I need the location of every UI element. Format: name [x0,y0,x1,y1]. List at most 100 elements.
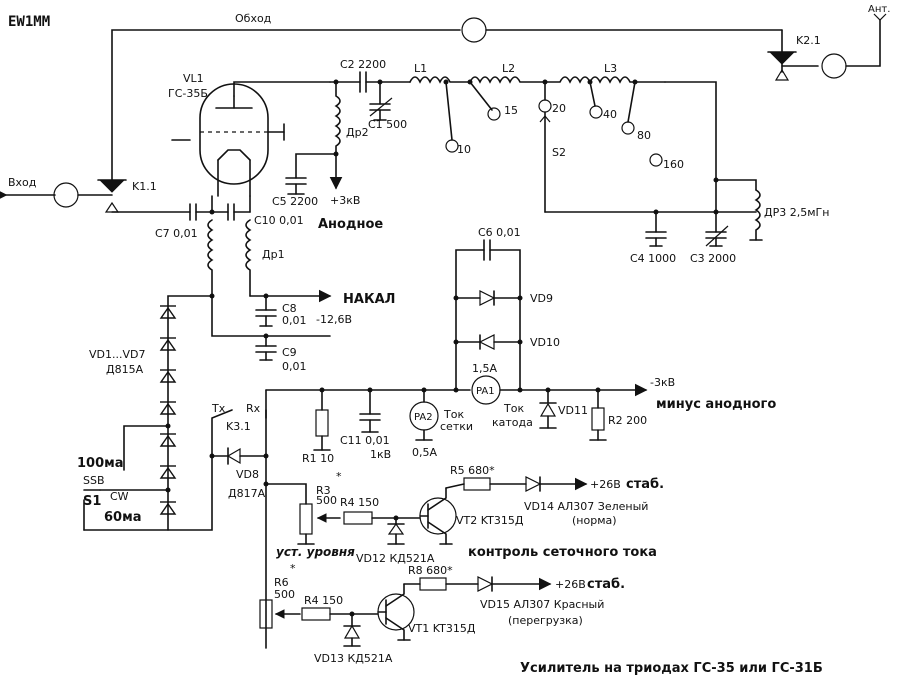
svg-text:катода: катода [492,416,533,429]
svg-text:Д815А: Д815А [106,363,144,376]
relay-k21: K2.1 Ант. [767,4,890,81]
svg-text:L3: L3 [604,62,617,75]
svg-text:VT1 KT315Д: VT1 KT315Д [408,622,476,635]
svg-text:0,01: 0,01 [282,314,307,327]
svg-text:R4 150: R4 150 [340,496,379,509]
vd11-r2: VD11 R2 200 [539,389,647,441]
svg-text:VT2 KT315Д: VT2 KT315Д [456,514,524,527]
svg-text:VD1...VD7: VD1...VD7 [89,348,145,361]
svg-text:+26В: +26В [555,578,586,591]
svg-text:Rx: Rx [246,402,261,415]
vd8-k31: VD8 Д817А Tx Rx K3.1 [209,402,267,500]
svg-text:C7 0,01: C7 0,01 [155,227,198,240]
bypass-line: Обход [111,12,783,181]
svg-text:+26В: +26В [590,478,621,491]
svg-text:C6 0,01: C6 0,01 [478,226,521,239]
svg-text:ДР3 2,5мГн: ДР3 2,5мГн [764,206,829,219]
svg-text:R3: R3 [316,484,331,497]
svg-text:R1 10: R1 10 [302,452,334,465]
heater-circuit: НАКАЛ C8 0,01 -12,6В C9 0,01 [211,289,395,373]
svg-text:R4 150: R4 150 [304,594,343,607]
svg-text:S1: S1 [83,494,101,509]
zener-string: VD1...VD7 Д815А [89,295,213,531]
svg-text:VD10: VD10 [530,336,560,349]
svg-text:C11 0,01: C11 0,01 [340,434,390,447]
antenna-label: Ант. [868,4,890,15]
anode-circuit: C2 2200 C1 500 Др2 C5 2200 +3кВ Анодное [272,58,411,232]
svg-text:Д817А: Д817А [228,487,266,500]
overload-indicator: R6 * 500 R4 150 VD13 КД521А VT1 KT315Д R… [259,562,625,665]
pa2: PA2 Ток сетки 0,5А Ток катода [409,389,533,459]
svg-text:R6: R6 [274,576,289,589]
heater-label: НАКАЛ [343,292,395,307]
antenna-coax-icon [821,53,847,79]
svg-text:Ток: Ток [443,408,464,421]
svg-text:R5 680*: R5 680* [450,464,495,477]
svg-text:100ма: 100ма [77,456,124,471]
svg-text:VD9: VD9 [530,292,553,305]
switch-s1: 100ма SSB CW S1 60ма [77,425,213,531]
svg-text:*: * [290,562,296,575]
grid-control-label: контроль сеточного тока [468,545,657,560]
svg-text:R2 200: R2 200 [608,414,647,427]
svg-text:VD11: VD11 [558,404,588,417]
svg-text:Др1: Др1 [262,248,285,261]
svg-text:160: 160 [663,158,684,171]
svg-text:Др2: Др2 [346,126,369,139]
svg-text:L2: L2 [502,62,515,75]
level-label: уст. уровня [276,545,355,559]
svg-text:SSB: SSB [83,474,105,487]
input-section: Вход K1.1 [0,176,191,213]
callsign: EW1MM [8,14,50,30]
svg-text:80: 80 [637,129,651,142]
svg-text:*: * [336,470,342,483]
svg-text:0,5А: 0,5А [412,446,437,459]
tube-vl1: VL1 ГС-35Б [168,72,331,213]
svg-text:PA2: PA2 [414,412,433,423]
r1: R1 10 [302,389,334,465]
svg-text:VD15 АЛ307 Красный: VD15 АЛ307 Красный [480,598,604,611]
svg-text:L1: L1 [414,62,427,75]
svg-text:10: 10 [457,143,471,156]
svg-text:VD13 КД521А: VD13 КД521А [314,652,393,665]
choke-dr1: Др1 [207,219,285,299]
svg-text:PA1: PA1 [476,386,495,397]
svg-text:500: 500 [274,588,295,601]
grid-current-control: R3 * 500 R4 150 VD12 КД521А уст. уровня … [265,464,664,565]
svg-text:C8: C8 [282,302,297,315]
svg-text:Ток: Ток [503,402,524,415]
tank-coils: L1 L2 L3 10 15 20 40 80 160 S2 [409,62,719,213]
svg-text:C2 2200: C2 2200 [340,58,386,71]
svg-text:1,5А: 1,5А [472,362,497,375]
output-network: C4 1000 C3 2000 ДР3 2,5мГн [544,179,829,265]
svg-text:60ма: 60ма [104,510,142,525]
svg-text:-3кВ: -3кВ [650,376,675,389]
svg-text:C9: C9 [282,346,297,359]
cathode-protection: C6 0,01 VD9 VD10 [453,226,560,391]
svg-text:1кВ: 1кВ [370,448,391,461]
svg-text:VL1: VL1 [183,72,204,85]
svg-text:R8 680*: R8 680* [408,564,453,577]
svg-text:C5 2200: C5 2200 [272,195,318,208]
minus-bus: PA1 1,5А -3кВ минус анодного [265,362,776,412]
anode-label: Анодное [318,217,383,232]
svg-text:ГС-35Б: ГС-35Б [168,87,208,100]
svg-text:Tx: Tx [211,402,226,415]
svg-text:C3 2000: C3 2000 [690,252,736,265]
svg-text:VD14 АЛ307 Зеленый: VD14 АЛ307 Зеленый [524,500,648,513]
svg-text:S2: S2 [552,146,566,159]
input-label: Вход [8,176,37,189]
svg-text:стаб.: стаб. [626,477,664,492]
bypass-label: Обход [235,12,272,25]
svg-text:VD12 КД521А: VD12 КД521А [356,552,435,565]
svg-text:K3.1: K3.1 [226,420,251,433]
svg-text:-12,6В: -12,6В [316,313,352,326]
input-coax-icon [53,182,79,208]
c11: C11 0,01 1кВ [340,389,391,461]
svg-text:15: 15 [504,104,518,117]
svg-text:C10 0,01: C10 0,01 [254,214,304,227]
minus-anode-label: минус анодного [656,397,776,412]
svg-text:CW: CW [110,490,129,503]
svg-text:C4 1000: C4 1000 [630,252,676,265]
